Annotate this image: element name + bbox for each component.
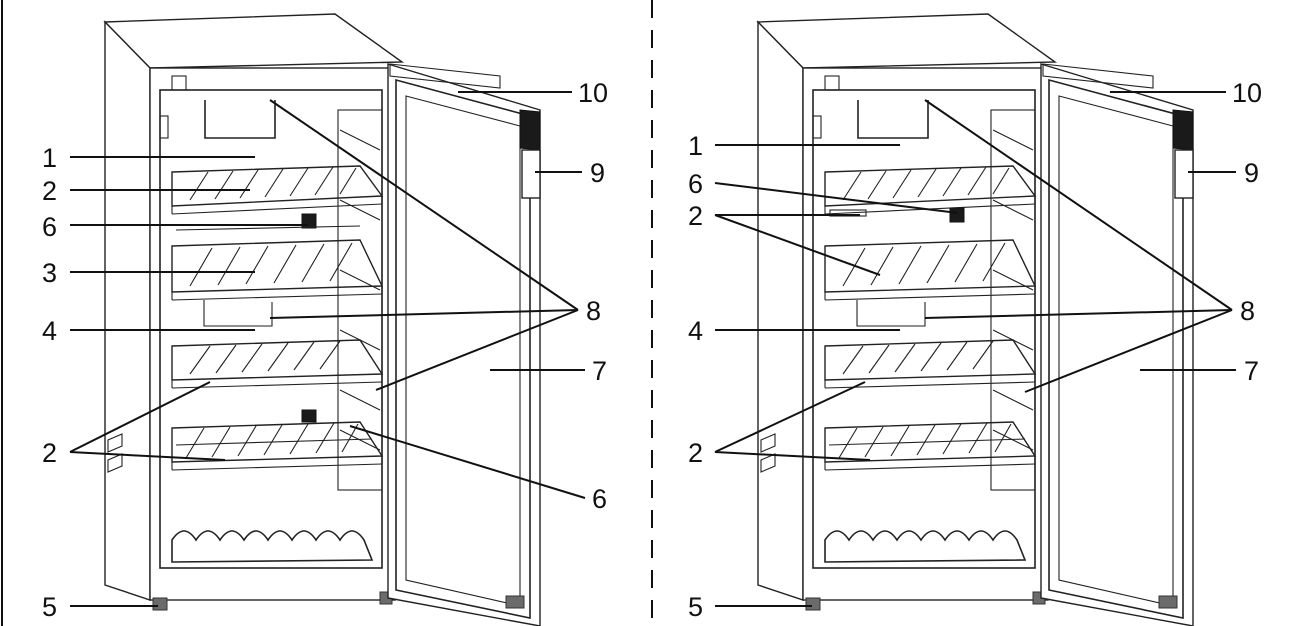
right-label-4: 4 [688, 316, 703, 346]
left-label-4: 4 [42, 316, 57, 346]
left-label-3: 3 [42, 258, 57, 288]
right-fridge-illustration [757, 13, 1194, 626]
left-label-8: 8 [586, 296, 601, 326]
left-label-9: 9 [590, 158, 605, 188]
right-leader-lines [714, 91, 1236, 607]
left-label-10: 10 [578, 78, 608, 108]
left-label-7: 7 [592, 356, 607, 386]
left-label-6a: 6 [42, 212, 57, 242]
right-label-7: 7 [1244, 356, 1259, 386]
left-label-6b: 6 [592, 484, 607, 514]
right-panel: 1 6 2 4 2 5 10 9 8 7 [688, 13, 1262, 626]
left-fridge-illustration [104, 13, 541, 626]
left-rail-6 [175, 225, 361, 231]
left-label-5: 5 [42, 592, 57, 622]
right-label-2a: 2 [688, 201, 703, 231]
left-label-1: 1 [42, 143, 57, 173]
right-label-10: 10 [1232, 78, 1262, 108]
right-label-1: 1 [688, 131, 703, 161]
right-label-6: 6 [688, 169, 703, 199]
left-label-2b: 2 [42, 438, 57, 468]
right-label-8: 8 [1240, 296, 1255, 326]
left-label-2a: 2 [42, 176, 57, 206]
right-lamp-1 [949, 207, 965, 223]
left-panel: 1 2 6 3 4 2 5 10 9 8 7 6 [42, 13, 608, 626]
right-label-5: 5 [688, 592, 703, 622]
left-lamp-2 [301, 409, 317, 423]
left-leader-lines [69, 91, 586, 607]
right-label-9: 9 [1244, 158, 1259, 188]
right-label-2b: 2 [688, 438, 703, 468]
